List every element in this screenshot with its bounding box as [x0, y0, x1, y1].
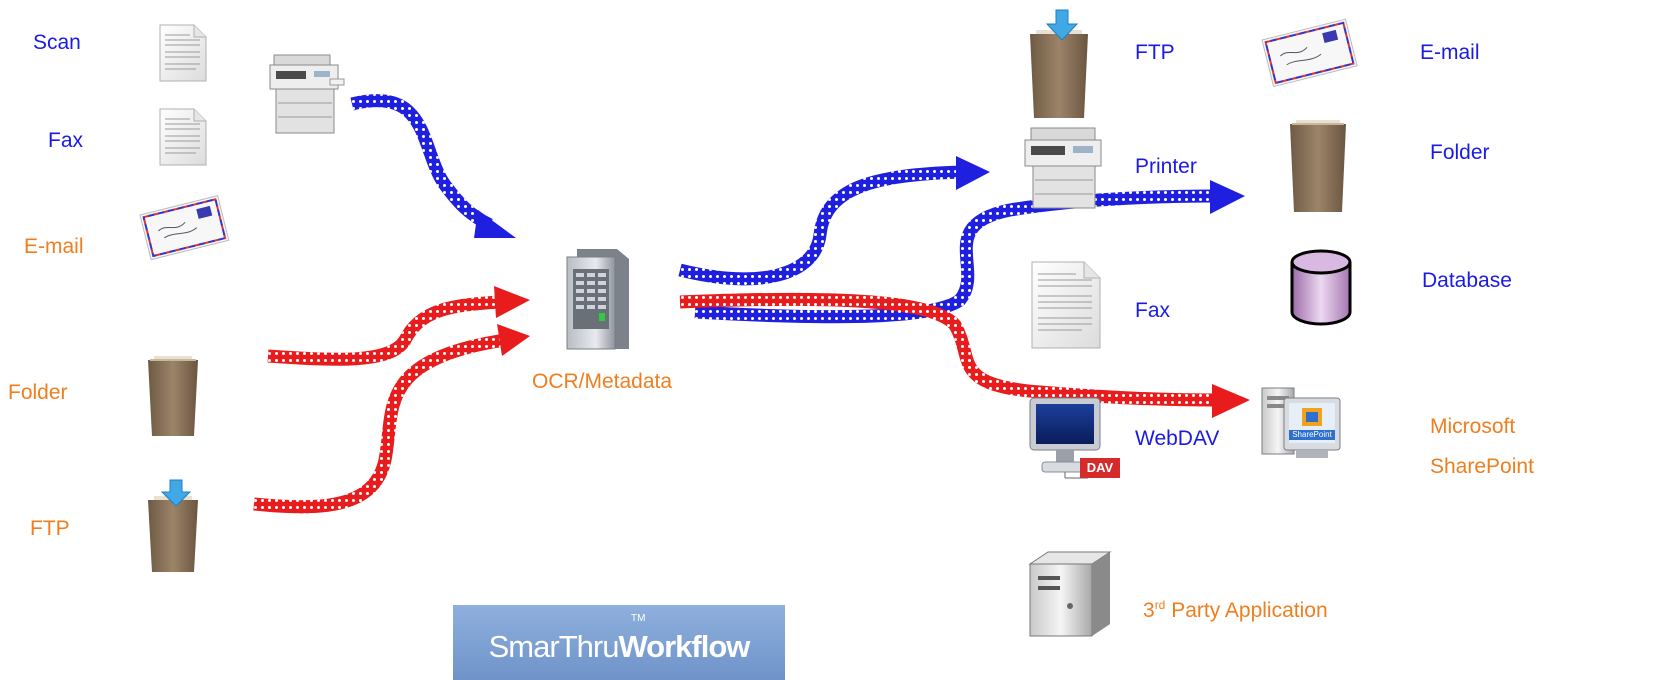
output-label-third-party: 3rd Party Application	[1143, 598, 1328, 622]
ftp-folder-icon	[148, 479, 198, 572]
server-icon	[566, 249, 629, 350]
document-icon	[159, 108, 207, 166]
third-party-text: Party Application	[1165, 599, 1328, 622]
document-icon	[1031, 261, 1101, 349]
arrow-ocr-to-folder	[694, 180, 1245, 324]
envelope-icon	[139, 195, 230, 261]
output-label-ftp: FTP	[1135, 41, 1175, 64]
output-label-sharepoint-line2: SharePoint	[1430, 455, 1534, 478]
smarthru-workflow-logo: TM SmarThruWorkflow	[453, 605, 785, 680]
input-label-email: E-mail	[24, 235, 84, 258]
webdav-monitor-icon	[1029, 397, 1101, 479]
output-label-sharepoint-line1: Microsoft	[1430, 415, 1516, 438]
output-label-database: Database	[1422, 269, 1512, 292]
logo-bold: Workflow	[618, 629, 750, 664]
ftp-folder-icon	[1030, 9, 1088, 118]
dav-badge: DAV	[1080, 458, 1120, 478]
sharepoint-computer-icon	[1261, 387, 1341, 458]
third-party-ordinal-suffix: rd	[1154, 598, 1166, 612]
envelope-icon	[1261, 18, 1358, 88]
third-party-ordinal: 3	[1143, 599, 1155, 622]
folder-icon	[148, 356, 198, 436]
input-label-fax: Fax	[48, 129, 84, 152]
database-icon	[1290, 249, 1352, 326]
arrow-scan-to-ocr	[350, 94, 516, 238]
input-label-scan: Scan	[33, 31, 81, 54]
logo-trademark: TM	[631, 613, 646, 624]
output-label-email: E-mail	[1420, 41, 1480, 64]
output-label-fax: Fax	[1135, 299, 1171, 322]
processor-label: OCR/Metadata	[532, 370, 673, 393]
folder-icon	[1290, 120, 1346, 212]
copier-icon	[1024, 127, 1102, 209]
arrow-folder-to-ocr	[267, 286, 530, 366]
output-label-printer: Printer	[1135, 155, 1197, 178]
arrow-ocr-to-sharepoint	[679, 292, 1250, 418]
input-label-ftp: FTP	[30, 517, 70, 540]
document-icon	[159, 24, 207, 82]
logo-prefix: SmarThru	[488, 629, 620, 664]
arrow-ftp-to-ocr	[253, 324, 530, 514]
tower-pc-icon	[1028, 551, 1112, 637]
sharepoint-badge: SharePoint	[1289, 430, 1335, 440]
output-label-webdav: WebDAV	[1135, 427, 1220, 450]
arrow-ocr-to-printer	[678, 156, 990, 286]
copier-icon	[269, 54, 345, 134]
logo-text: SmarThruWorkflow	[453, 629, 785, 665]
output-label-folder: Folder	[1430, 141, 1490, 164]
input-label-folder: Folder	[8, 381, 68, 404]
